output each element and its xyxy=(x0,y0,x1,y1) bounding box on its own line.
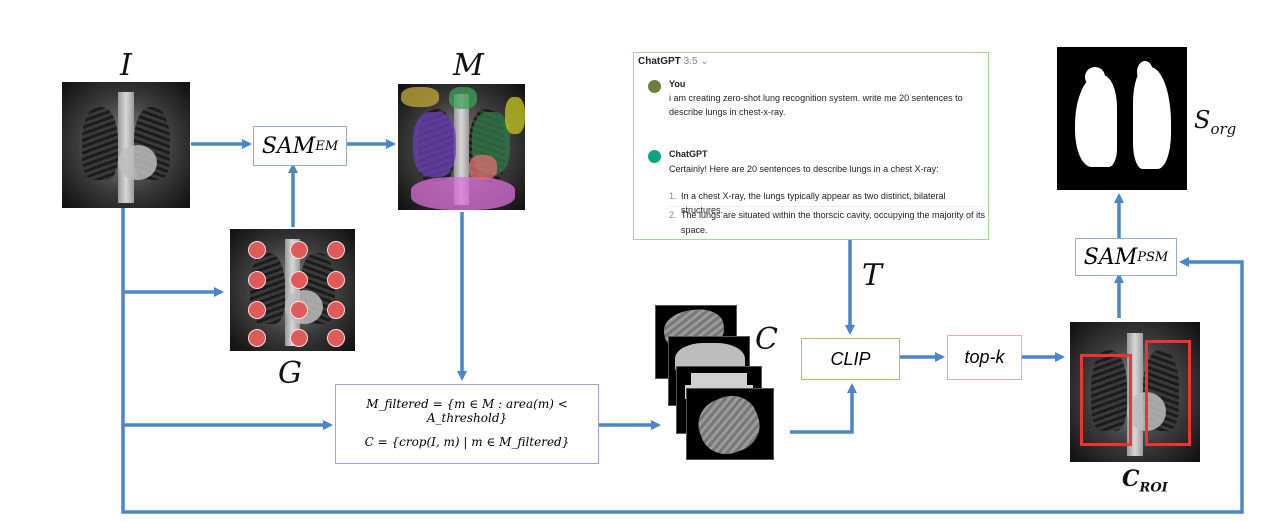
chatgpt-avatar xyxy=(648,150,661,163)
topk-label: top-k xyxy=(964,347,1005,367)
label-grid: G xyxy=(278,356,302,391)
label-roi: CROI xyxy=(1122,466,1168,495)
label-output: Sorg xyxy=(1194,106,1236,138)
mask-segment xyxy=(413,111,457,178)
chatgpt-prompt-panel: ChatGPT 3.5 ⌄ You i am creating zero-sho… xyxy=(633,52,989,240)
chat-item-2-text-line-2: space. xyxy=(681,225,708,235)
chat-item-1-text: In a chest X-ray, the lungs typically ap… xyxy=(681,191,946,215)
chat-item-1-number: 1. xyxy=(669,191,677,201)
arrow-i-to-sampsm-loop xyxy=(121,208,1244,514)
grid-point xyxy=(290,301,308,319)
sam-em-label: SAM xyxy=(261,133,316,159)
grid-point xyxy=(327,271,345,289)
chat-user-name: You xyxy=(669,79,686,89)
chat-bot-name: ChatGPT xyxy=(669,149,708,159)
clip-label: CLIP xyxy=(830,348,871,369)
label-output-sub: org xyxy=(1210,119,1237,138)
grid-point xyxy=(290,241,308,259)
grid-point xyxy=(290,329,308,347)
chat-version: 3.5 ⌄ xyxy=(683,56,709,67)
label-roi-sub: ROI xyxy=(1139,480,1168,496)
mask-segment xyxy=(469,154,498,180)
input-xray-image xyxy=(62,82,190,208)
label-text-prompts: T xyxy=(862,258,883,293)
grid-point xyxy=(248,329,266,347)
topk-box: top-k xyxy=(947,335,1022,380)
grid-point xyxy=(248,301,266,319)
mask-segment xyxy=(410,177,515,210)
sam-psm-subscript: PSM xyxy=(1137,249,1169,265)
label-roi-main: C xyxy=(1122,466,1140,492)
mask-segment xyxy=(400,86,439,107)
roi-box-right xyxy=(1145,340,1191,446)
grid-point xyxy=(327,301,345,319)
mask-lung-left xyxy=(1075,75,1117,167)
chat-title: ChatGPT 3.5 ⌄ xyxy=(638,56,709,67)
mask-segment xyxy=(448,86,477,110)
mask-lung-right xyxy=(1133,67,1171,169)
roi-xray-image xyxy=(1070,322,1200,462)
chat-item-2-text-line-1: The lungs are situated within the thorsc… xyxy=(681,210,985,220)
grid-point xyxy=(248,271,266,289)
output-lung-mask xyxy=(1057,47,1187,190)
sam-psm-label: SAM xyxy=(1083,244,1138,270)
chat-title-text: ChatGPT xyxy=(638,56,681,67)
label-masks: M xyxy=(453,48,484,83)
chat-separator xyxy=(668,206,984,207)
roi-box-left xyxy=(1080,354,1132,446)
formula-filtered-masks: M_filtered = {m ∈ M : area(m) < A_thresh… xyxy=(366,397,568,425)
user-avatar xyxy=(648,80,661,93)
mask-overlay-image xyxy=(398,84,525,210)
label-output-main: S xyxy=(1194,106,1211,134)
sam-em-subscript: EM xyxy=(315,138,339,154)
mask-segment xyxy=(504,96,525,135)
chat-item-2-number: 2. xyxy=(669,210,677,220)
chat-user-message-line-2: describe lungs in chest-x-ray. xyxy=(669,107,786,117)
arrow-c-to-clip xyxy=(790,383,857,434)
grid-points-image xyxy=(230,229,355,351)
chat-bot-intro: Certainly! Here are 20 sentences to desc… xyxy=(669,164,939,174)
grid-point xyxy=(327,329,345,347)
formula-crops: C = {crop(I, m) | m ∈ M_filtered} xyxy=(364,435,570,449)
filter-formula-box: M_filtered = {m ∈ M : area(m) < A_thresh… xyxy=(335,384,599,464)
grid-point xyxy=(290,271,308,289)
crop-thumbnail xyxy=(686,388,774,460)
label-crops: C xyxy=(755,322,778,357)
grid-point xyxy=(327,241,345,259)
grid-point xyxy=(248,241,266,259)
chat-user-message-line-1: i am creating zero-shot lung recognition… xyxy=(669,93,963,103)
label-input-image: I xyxy=(120,48,132,83)
clip-box: CLIP xyxy=(801,338,900,380)
